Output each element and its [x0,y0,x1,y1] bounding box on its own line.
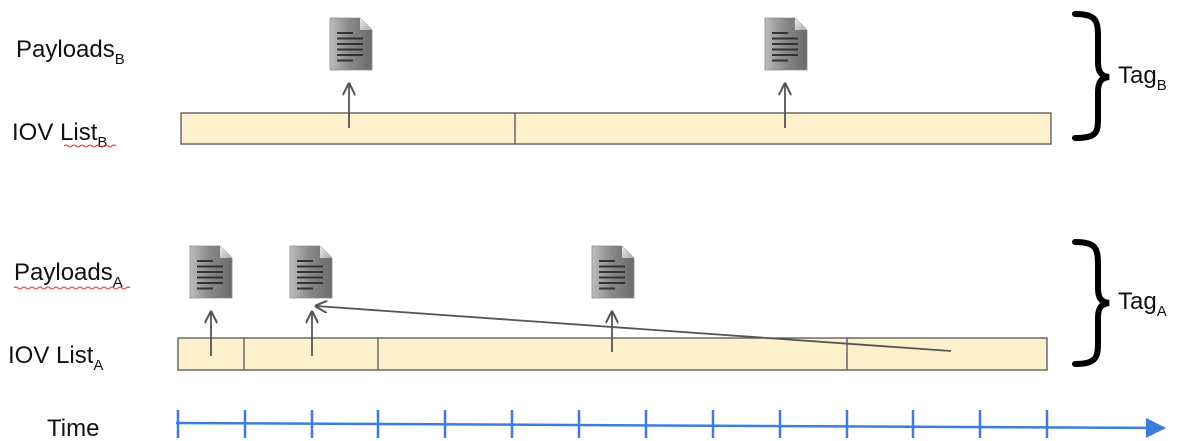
iov-b-segment-bar [180,112,1052,145]
tag-a-label: TagA [1118,288,1167,320]
iov-list-b-label: IOV ListB [12,119,107,151]
time-ticks [176,410,1049,438]
payloads-a-label: PayloadsA [14,259,123,291]
payloads-b-label: PayloadsB [16,36,125,68]
spellcheck-underline [13,286,131,290]
iov-list-b-bar [180,112,1052,145]
document-icon [591,245,635,299]
document-icon [189,245,233,299]
time-label: Time [47,415,99,441]
time-axis [175,417,1166,438]
iov-to-reused-payload-arrow [316,306,952,352]
tag-a-brace [1072,239,1110,367]
document-icon [764,17,808,71]
spellcheck-underline [63,144,117,148]
document-icon [289,245,333,299]
tag-b-brace [1072,11,1110,141]
document-icon [329,17,373,71]
iov-list-a-label: IOV ListA [8,342,103,374]
tag-b-label: TagB [1118,62,1167,94]
